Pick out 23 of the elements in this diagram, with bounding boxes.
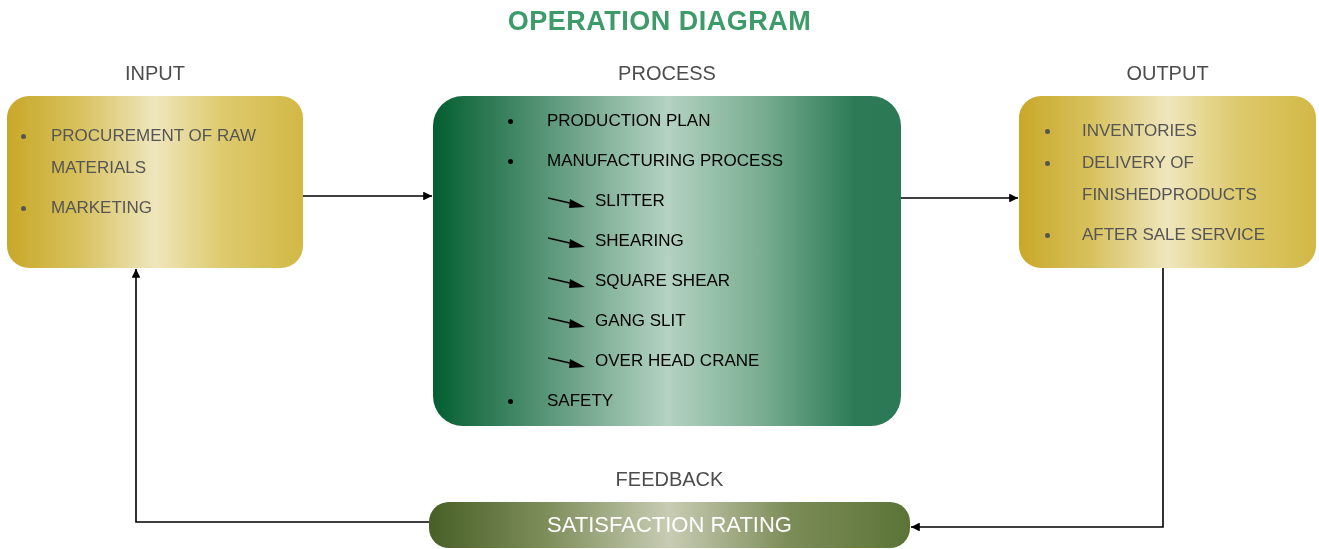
arrow: [131, 268, 430, 523]
diagram-title: OPERATION DIAGRAM: [506, 6, 813, 37]
section-heading: INPUT: [125, 62, 185, 85]
list-item: DELIVERY OF FINISHEDPRODUCTS: [1082, 152, 1258, 206]
arrow: [900, 193, 1019, 203]
section-heading: PROCESS: [618, 62, 716, 85]
list-item: SQUARE SHEAR: [595, 270, 732, 292]
list-item: GANG SLIT: [595, 310, 687, 332]
list-item: SAFETY: [547, 390, 615, 412]
list-item: PRODUCTION PLAN: [547, 110, 712, 132]
list-item: PROCUREMENT OF RAW MATERIALS: [51, 125, 257, 179]
section-heading: OUTPUT: [1126, 62, 1209, 85]
arrow: [910, 267, 1164, 532]
list-item: SLITTER: [595, 190, 666, 212]
list-item: MANUFACTURING PROCESS: [547, 150, 785, 172]
list-item: INVENTORIES: [1082, 120, 1198, 142]
arrow: [302, 191, 433, 201]
section-heading: FEEDBACK: [615, 468, 724, 491]
list-item: SHEARING: [595, 230, 685, 252]
list-item: AFTER SALE SERVICE: [1082, 224, 1266, 246]
list-item: OVER HEAD CRANE: [595, 350, 761, 372]
list-item: MARKETING: [51, 197, 154, 219]
bar-label: SATISFACTION RATING: [546, 511, 793, 539]
